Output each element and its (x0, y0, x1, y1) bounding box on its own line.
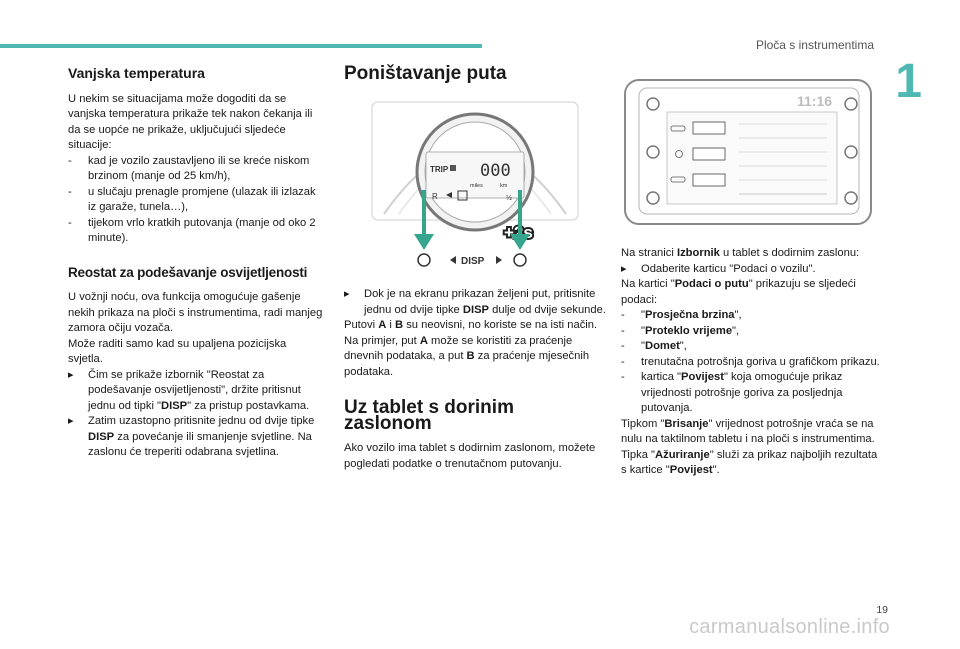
car-speed-icon (670, 125, 686, 132)
bullet-item: ▸ Odaberite karticu "Podaci o vozilu". (621, 262, 883, 278)
list-item: -kad je vozilo zaustavljeno ili se kreće… (68, 154, 310, 183)
page-number: 19 (876, 604, 888, 616)
heading-touch-tablet: Uz tablet s dorinim zaslonom (344, 397, 514, 434)
heading-outside-temperature: Vanjska temperatura (68, 65, 205, 81)
arrow-bullet-icon: ▸ (68, 368, 74, 381)
list-item: -u slučaju prenagle promjene (ulazak ili… (68, 185, 316, 214)
list-item: -tijekom vrlo kratkih putovanja (manje o… (68, 216, 316, 245)
right-triangle-icon (496, 255, 502, 264)
bullet-item: ▸ Dok je na ekranu prikazan željeni put,… (344, 287, 606, 318)
left-triangle-icon (450, 255, 456, 264)
bullet-item: ▸ Zatim uzastopno pritisnite jednu od dv… (68, 414, 324, 461)
car-range-icon (670, 176, 686, 183)
heading-trip-reset: Poništavanje puta (344, 63, 507, 84)
bullet-item: ▸ Čim se prikaže izbornik "Reostat za po… (68, 368, 324, 415)
tablet-menu-step: Na stranici Izbornik u tablet s dodirnim… (621, 247, 860, 259)
delete-info: Tipkom "Brisanje" vrijednost potrošnje v… (621, 417, 875, 446)
trips-example: Na primjer, put A može se koristiti za p… (344, 334, 590, 378)
section-title: Ploča s instrumentima (755, 38, 874, 52)
disp-button-left (417, 252, 431, 267)
touchscreen-illustration: 11:16 (624, 79, 872, 225)
chapter-number: 1 (895, 55, 922, 108)
trips-independent: Putovi A i B su neovisni, no koriste se … (344, 319, 598, 331)
disp-label: DISP (461, 256, 485, 267)
heading-brightness-rheostat: Reostat za podešavanje osvijetljenosti (68, 264, 308, 280)
column-middle: Poništavanje puta TRIP 000 miles km R ½ … (344, 63, 606, 472)
update-info: Tipka "Ažuriranje" služi za prikaz najbo… (621, 448, 878, 477)
instrument-cluster-illustration: TRIP 000 miles km R ½ +2s DISP (371, 101, 579, 267)
header-accent-bar (0, 44, 482, 48)
watermark: carmanualsonline.info (689, 616, 890, 638)
list-item: -trenutačna potrošnja goriva u grafičkom… (621, 355, 880, 368)
arrow-bullet-icon: ▸ (621, 262, 627, 275)
list-item: -"Proteklo vrijeme", (621, 324, 740, 337)
clock-icon (675, 150, 683, 158)
km-unit: km (500, 183, 508, 189)
list-item: -"Prosječna brzina", (621, 309, 742, 321)
trip-label: TRIP (430, 165, 449, 174)
rheostat-p1: U vožnji noću, ova funkcija omogućuje ga… (68, 291, 323, 334)
rheostat-p2: Može raditi samo kad su upaljena pozicij… (68, 337, 287, 366)
clock-display: 11:16 (797, 93, 832, 109)
odometer-readout: 000 (480, 161, 511, 181)
temp-intro: U nekim se situacijama može dogoditi da … (68, 92, 313, 152)
down-arrow-right-icon (510, 233, 530, 250)
tablet-intro: Ako vozilo ima tablet s dodirnim zaslono… (344, 442, 596, 470)
knob-mid-right (844, 145, 858, 159)
knob-bottom-left (646, 191, 660, 205)
list-item: -kartica "Povijest" koja omogućuje prika… (621, 371, 843, 414)
knob-mid-left (646, 145, 660, 159)
column-right: Na stranici Izbornik u tablet s dodirnim… (621, 246, 883, 479)
knob-top-left (646, 97, 660, 111)
knob-bottom-right (844, 191, 858, 205)
trip-data-tab: Na kartici "Podaci o putu" prikazuju se … (621, 278, 856, 306)
knob-top-right (844, 97, 858, 111)
arrow-bullet-icon: ▸ (344, 288, 350, 300)
miles-unit: miles (470, 183, 483, 189)
arrow-bullet-icon: ▸ (68, 415, 74, 427)
column-left: Vanjska temperatura U nekim se situacija… (68, 65, 324, 461)
disp-button-right (513, 252, 527, 267)
list-item: -"Domet", (621, 340, 687, 352)
down-arrow-left-icon (414, 233, 434, 250)
fuel-pump-icon (457, 190, 468, 200)
svg-text:½: ½ (506, 194, 512, 202)
trip-selector-icon (450, 164, 456, 171)
reset-r-label: R (432, 192, 438, 201)
